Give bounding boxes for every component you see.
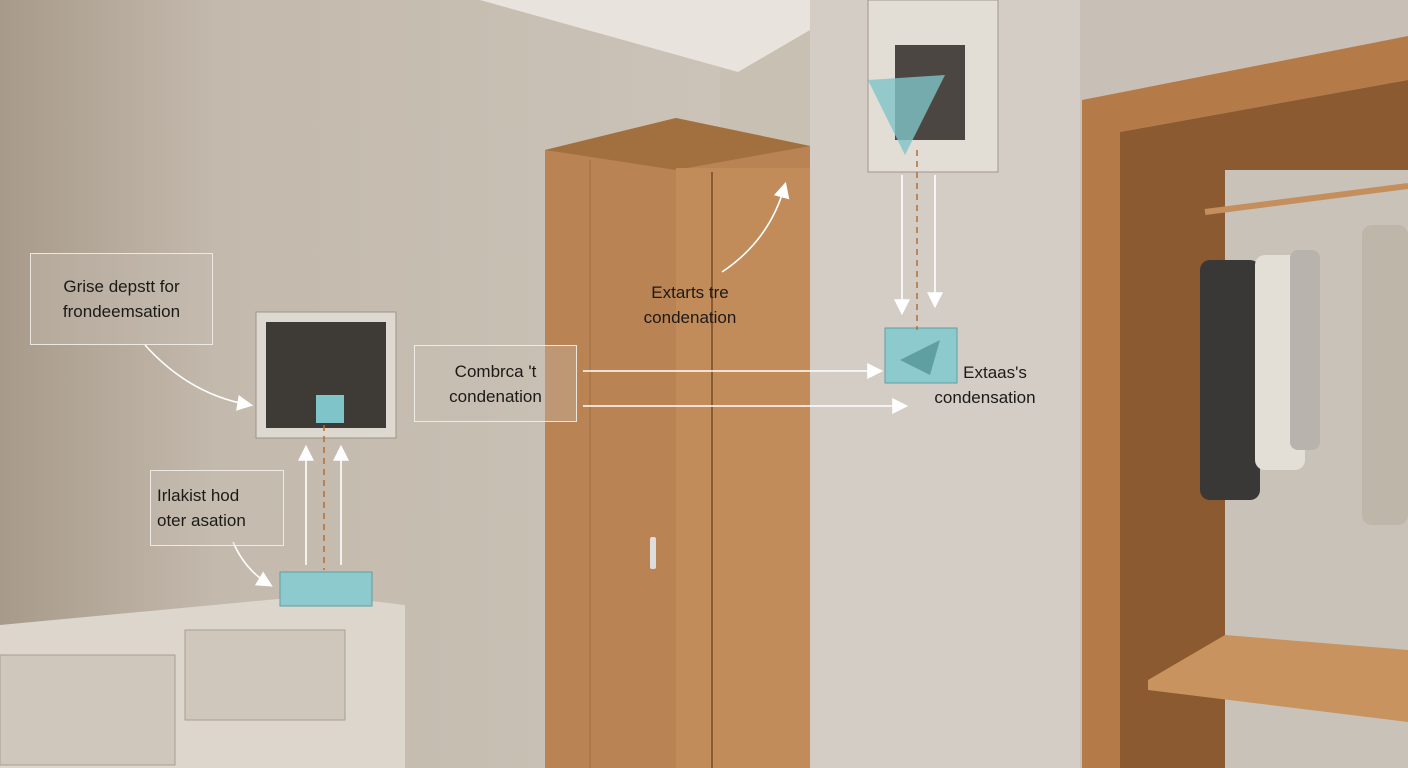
label-wardrobe: Extarts tre condenation — [620, 280, 760, 330]
wall-vent-left — [255, 311, 397, 439]
label-bottom-left: Irlakist hod oter asation — [150, 470, 284, 546]
label-right: Extaas's condensation — [915, 360, 1055, 410]
flow-arrows — [144, 175, 943, 587]
label-line: condenation — [643, 308, 737, 327]
closet — [1082, 36, 1408, 768]
label-top-left: Grise depstt for frondeemsation — [30, 253, 213, 345]
label-line: oter asation — [157, 511, 246, 530]
wardrobe — [545, 118, 810, 768]
label-center: Combrca 't condenation — [414, 345, 577, 422]
label-line: condensation — [934, 388, 1036, 407]
wall-vent-top — [867, 0, 999, 173]
condensation-tray-bottom — [279, 571, 373, 607]
radiator-cabinet — [0, 595, 405, 768]
label-line: condenation — [449, 386, 542, 406]
wardrobe-handle — [650, 537, 656, 569]
condensation-tray-right — [884, 327, 958, 384]
label-line: Extaas's — [963, 363, 1027, 382]
label-line: Grise depstt for — [63, 277, 180, 296]
label-line: frondeemsation — [62, 302, 181, 321]
label-line: Combrca 't — [454, 361, 537, 381]
ceiling-beam — [480, 0, 810, 72]
label-line: Extarts tre — [651, 283, 729, 302]
label-line: Irlakist hod — [157, 486, 240, 505]
